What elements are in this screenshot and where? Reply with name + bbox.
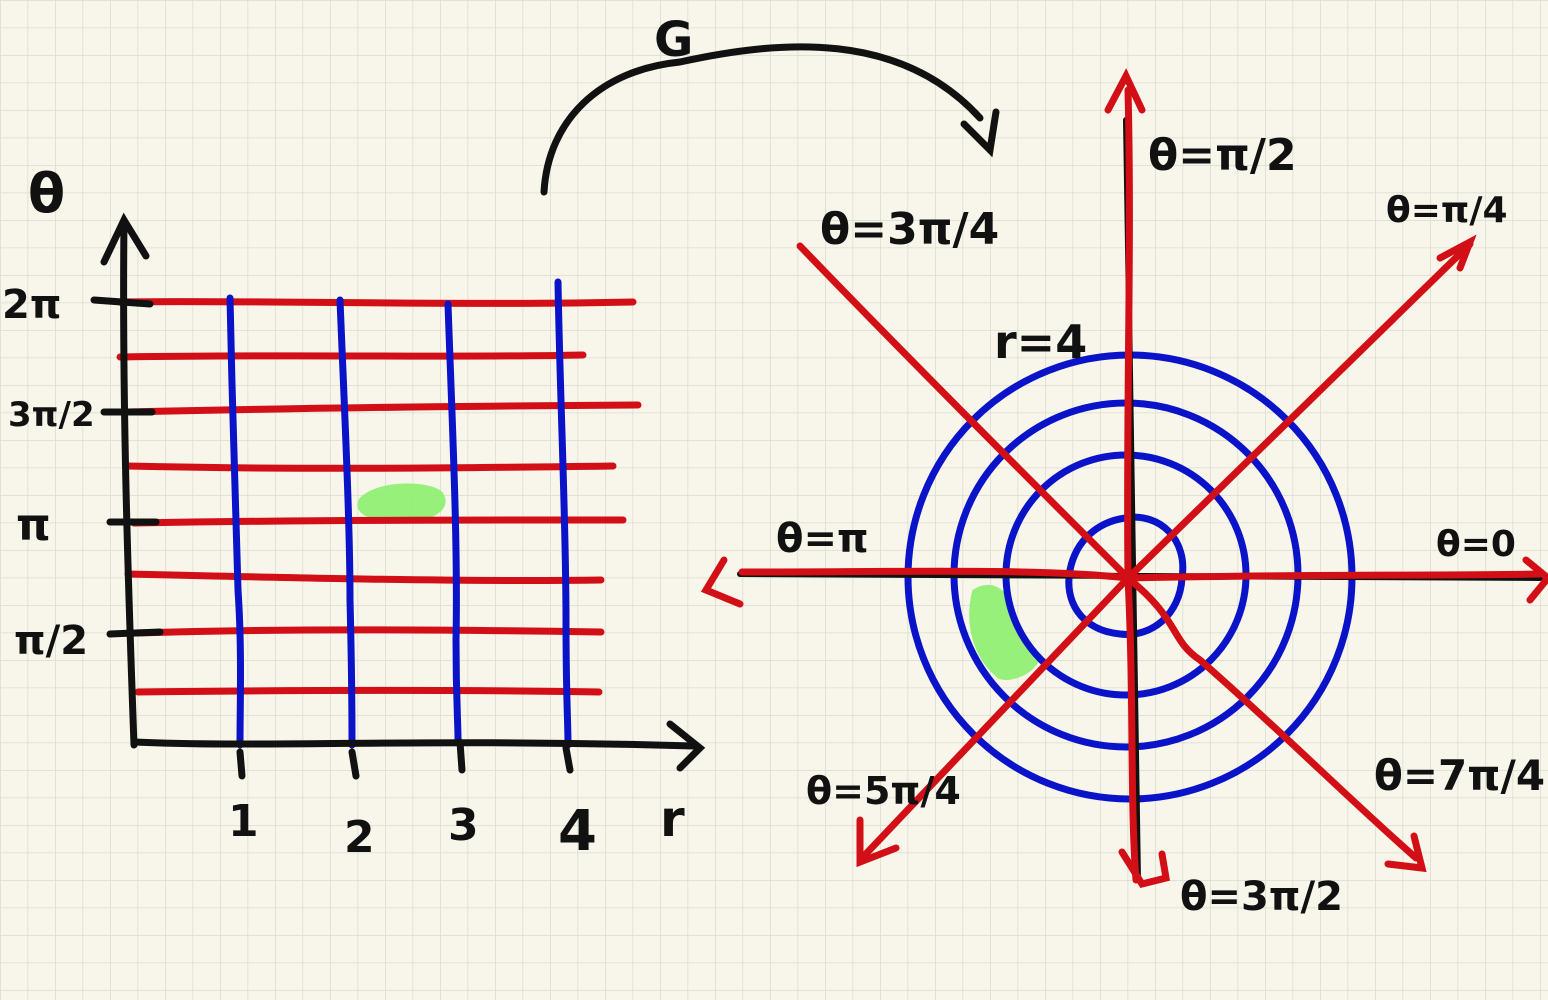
theta-axis-arrow: [100, 212, 150, 266]
mapping-label: G: [654, 12, 693, 68]
r-line: [336, 296, 356, 749]
ray-5pi-4-arrow: [856, 816, 900, 868]
label-theta-7pi-4: θ=7π/4: [1374, 751, 1545, 800]
theta-constant-lines: [116, 298, 642, 696]
r-line: [554, 278, 572, 749]
theta-axis: [120, 218, 138, 749]
ray-zero: [1124, 570, 1544, 582]
theta-line: [124, 401, 642, 416]
tick-label-pi-2: π/2: [14, 618, 88, 664]
theta-line: [124, 570, 605, 585]
ray-pi: [738, 567, 1132, 582]
theta-axis-label: θ: [28, 162, 65, 225]
label-theta-pi: θ=π: [776, 516, 869, 562]
rtheta-plane: θ r 2π 3π/2 π π/2 1 2 3 4: [2, 162, 706, 864]
tick-label-1: 1: [228, 796, 259, 847]
r-line: [226, 294, 244, 749]
theta-line: [130, 516, 627, 527]
ray-3pi-4: [796, 242, 1132, 582]
r-constant-lines: [226, 278, 572, 749]
ray-3pi-2-arrow: [1118, 848, 1170, 889]
mapping-arrowhead: [960, 108, 1000, 158]
theta-constant-rays: [700, 68, 1548, 889]
ray-pi-4-arrow: [1436, 234, 1477, 272]
theta-line: [122, 462, 617, 472]
r-axis-arrow: [666, 720, 706, 772]
rtheta-axes: [90, 212, 706, 780]
ray-pi-4: [1124, 240, 1474, 582]
ray-pi-2-arrow: [1104, 68, 1146, 114]
mapping-curve: [540, 43, 984, 196]
tick-label-4: 4: [558, 799, 597, 864]
label-theta-pi-4: θ=π/4: [1386, 190, 1508, 231]
label-theta-zero: θ=0: [1436, 524, 1516, 565]
tick-label-pi: π: [16, 500, 51, 551]
theta-line: [116, 351, 587, 361]
ray-pi-2: [1124, 86, 1133, 582]
ray-3pi-2: [1124, 574, 1140, 884]
label-theta-3pi-4: θ=3π/4: [820, 204, 999, 255]
ray-pi-arrow: [700, 556, 744, 608]
label-theta-3pi-2: θ=3π/2: [1180, 874, 1343, 920]
label-r-4: r=4: [994, 315, 1087, 369]
ray-7pi-4-arrow: [1384, 832, 1427, 873]
label-theta-5pi-4: θ=5π/4: [806, 769, 961, 813]
label-theta-pi-2: θ=π/2: [1148, 130, 1297, 181]
tick-label-3: 3: [448, 800, 479, 851]
ray-7pi-4: [1124, 574, 1420, 862]
ray-5pi-4: [858, 574, 1132, 862]
highlighted-region-rect: [357, 483, 446, 522]
mapping-arrow: [540, 43, 1000, 196]
theta-line: [132, 626, 605, 637]
r-line: [444, 300, 462, 744]
tick-label-2: 2: [344, 812, 375, 863]
r-tick-marks: [236, 738, 574, 780]
polar-plane: θ=π/2 θ=π/4 θ=3π/4 θ=π θ=0 θ=5π/4 θ=7π/4…: [700, 68, 1548, 920]
r-axis: [130, 738, 698, 750]
theta-tick-marks: [90, 296, 164, 638]
r-axis-label: r: [660, 790, 685, 848]
circle-r1: [1065, 513, 1187, 638]
ray-zero-arrow: [1522, 556, 1548, 604]
theta-line: [134, 687, 603, 696]
tick-label-2pi: 2π: [2, 282, 61, 328]
tick-label-3pi-2: 3π/2: [8, 395, 95, 435]
